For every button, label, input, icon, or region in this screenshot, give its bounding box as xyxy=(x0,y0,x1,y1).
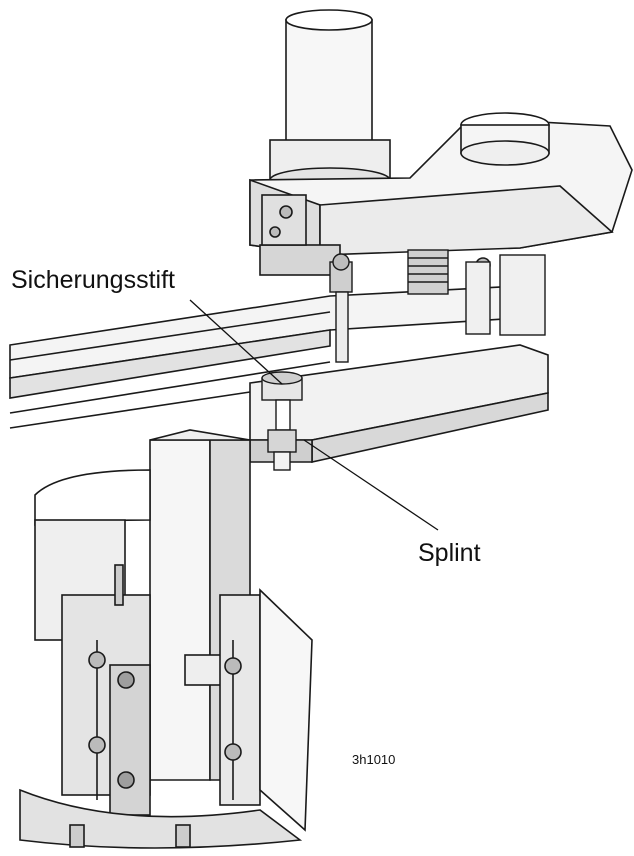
head-housing xyxy=(249,112,633,276)
top-cylinder xyxy=(269,9,391,193)
figure-code: 3h1010 xyxy=(352,752,396,767)
spring-assembly xyxy=(329,249,546,363)
leader-cotter-pin xyxy=(303,439,439,531)
leader-locking-pin xyxy=(189,299,283,385)
cotter-pin-label: Splint xyxy=(418,539,481,567)
locking-pin xyxy=(261,371,303,471)
locking-pin-label: Sicherungsstift xyxy=(11,266,175,294)
horizontal-rail xyxy=(9,285,521,429)
callout-leaders xyxy=(189,299,439,531)
base-motor-unit xyxy=(19,469,313,849)
